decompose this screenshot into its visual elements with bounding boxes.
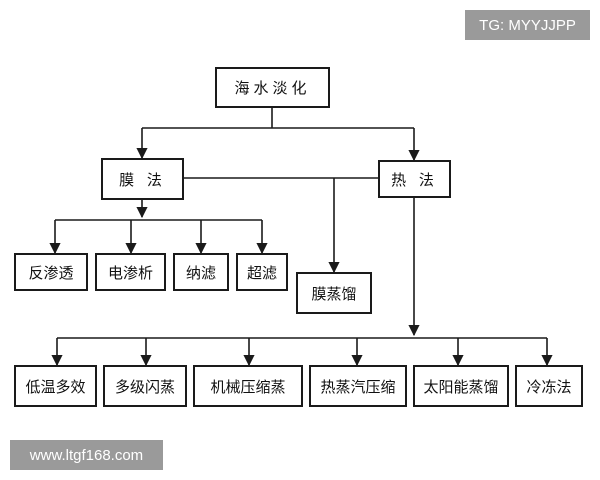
thermal-child-label: 低温多效: [25, 377, 86, 396]
thermal-child-label: 机械压缩蒸: [210, 377, 286, 396]
membrane-child-label: 纳滤: [185, 263, 216, 282]
thermal-method-node: 热 法: [378, 160, 451, 198]
thermal-child-label: 太阳能蒸馏: [423, 377, 499, 396]
watermark-bottom-left: www.ltgf168.com: [10, 440, 163, 470]
thermal-child-thermal-vapor-compression: 热蒸汽压缩: [309, 365, 407, 407]
thermal-child-label: 热蒸汽压缩: [320, 377, 396, 396]
membrane-child-label: 超滤: [246, 263, 277, 282]
thermal-child-low-temp-multi-effect: 低温多效: [14, 365, 97, 407]
membrane-distillation-label: 膜蒸馏: [311, 284, 357, 303]
thermal-child-multi-stage-flash: 多级闪蒸: [103, 365, 187, 407]
membrane-method-label: 膜 法: [119, 170, 166, 189]
thermal-child-mechanical-compression: 机械压缩蒸: [193, 365, 303, 407]
thermal-child-label: 冷冻法: [526, 377, 572, 396]
membrane-child-nanofiltration: 纳滤: [173, 253, 229, 291]
membrane-child-ultrafiltration: 超滤: [236, 253, 288, 291]
membrane-distillation-node: 膜蒸馏: [296, 272, 372, 314]
membrane-child-electrodialysis: 电渗析: [95, 253, 166, 291]
watermark-bottom-text: www.ltgf168.com: [29, 446, 144, 464]
watermark-top-text: TG: MYYJJPP: [479, 16, 576, 34]
root-node-desalination: 海水淡化: [215, 67, 330, 108]
root-node-label: 海水淡化: [234, 79, 311, 97]
thermal-method-label: 热 法: [391, 170, 438, 189]
membrane-child-reverse-osmosis: 反渗透: [14, 253, 88, 291]
membrane-child-label: 反渗透: [28, 263, 74, 282]
thermal-child-freezing: 冷冻法: [515, 365, 583, 407]
membrane-child-label: 电渗析: [107, 263, 153, 282]
membrane-method-node: 膜 法: [101, 158, 184, 200]
watermark-top-right: TG: MYYJJPP: [465, 10, 590, 40]
thermal-child-label: 多级闪蒸: [114, 377, 175, 396]
thermal-child-solar-distillation: 太阳能蒸馏: [413, 365, 509, 407]
